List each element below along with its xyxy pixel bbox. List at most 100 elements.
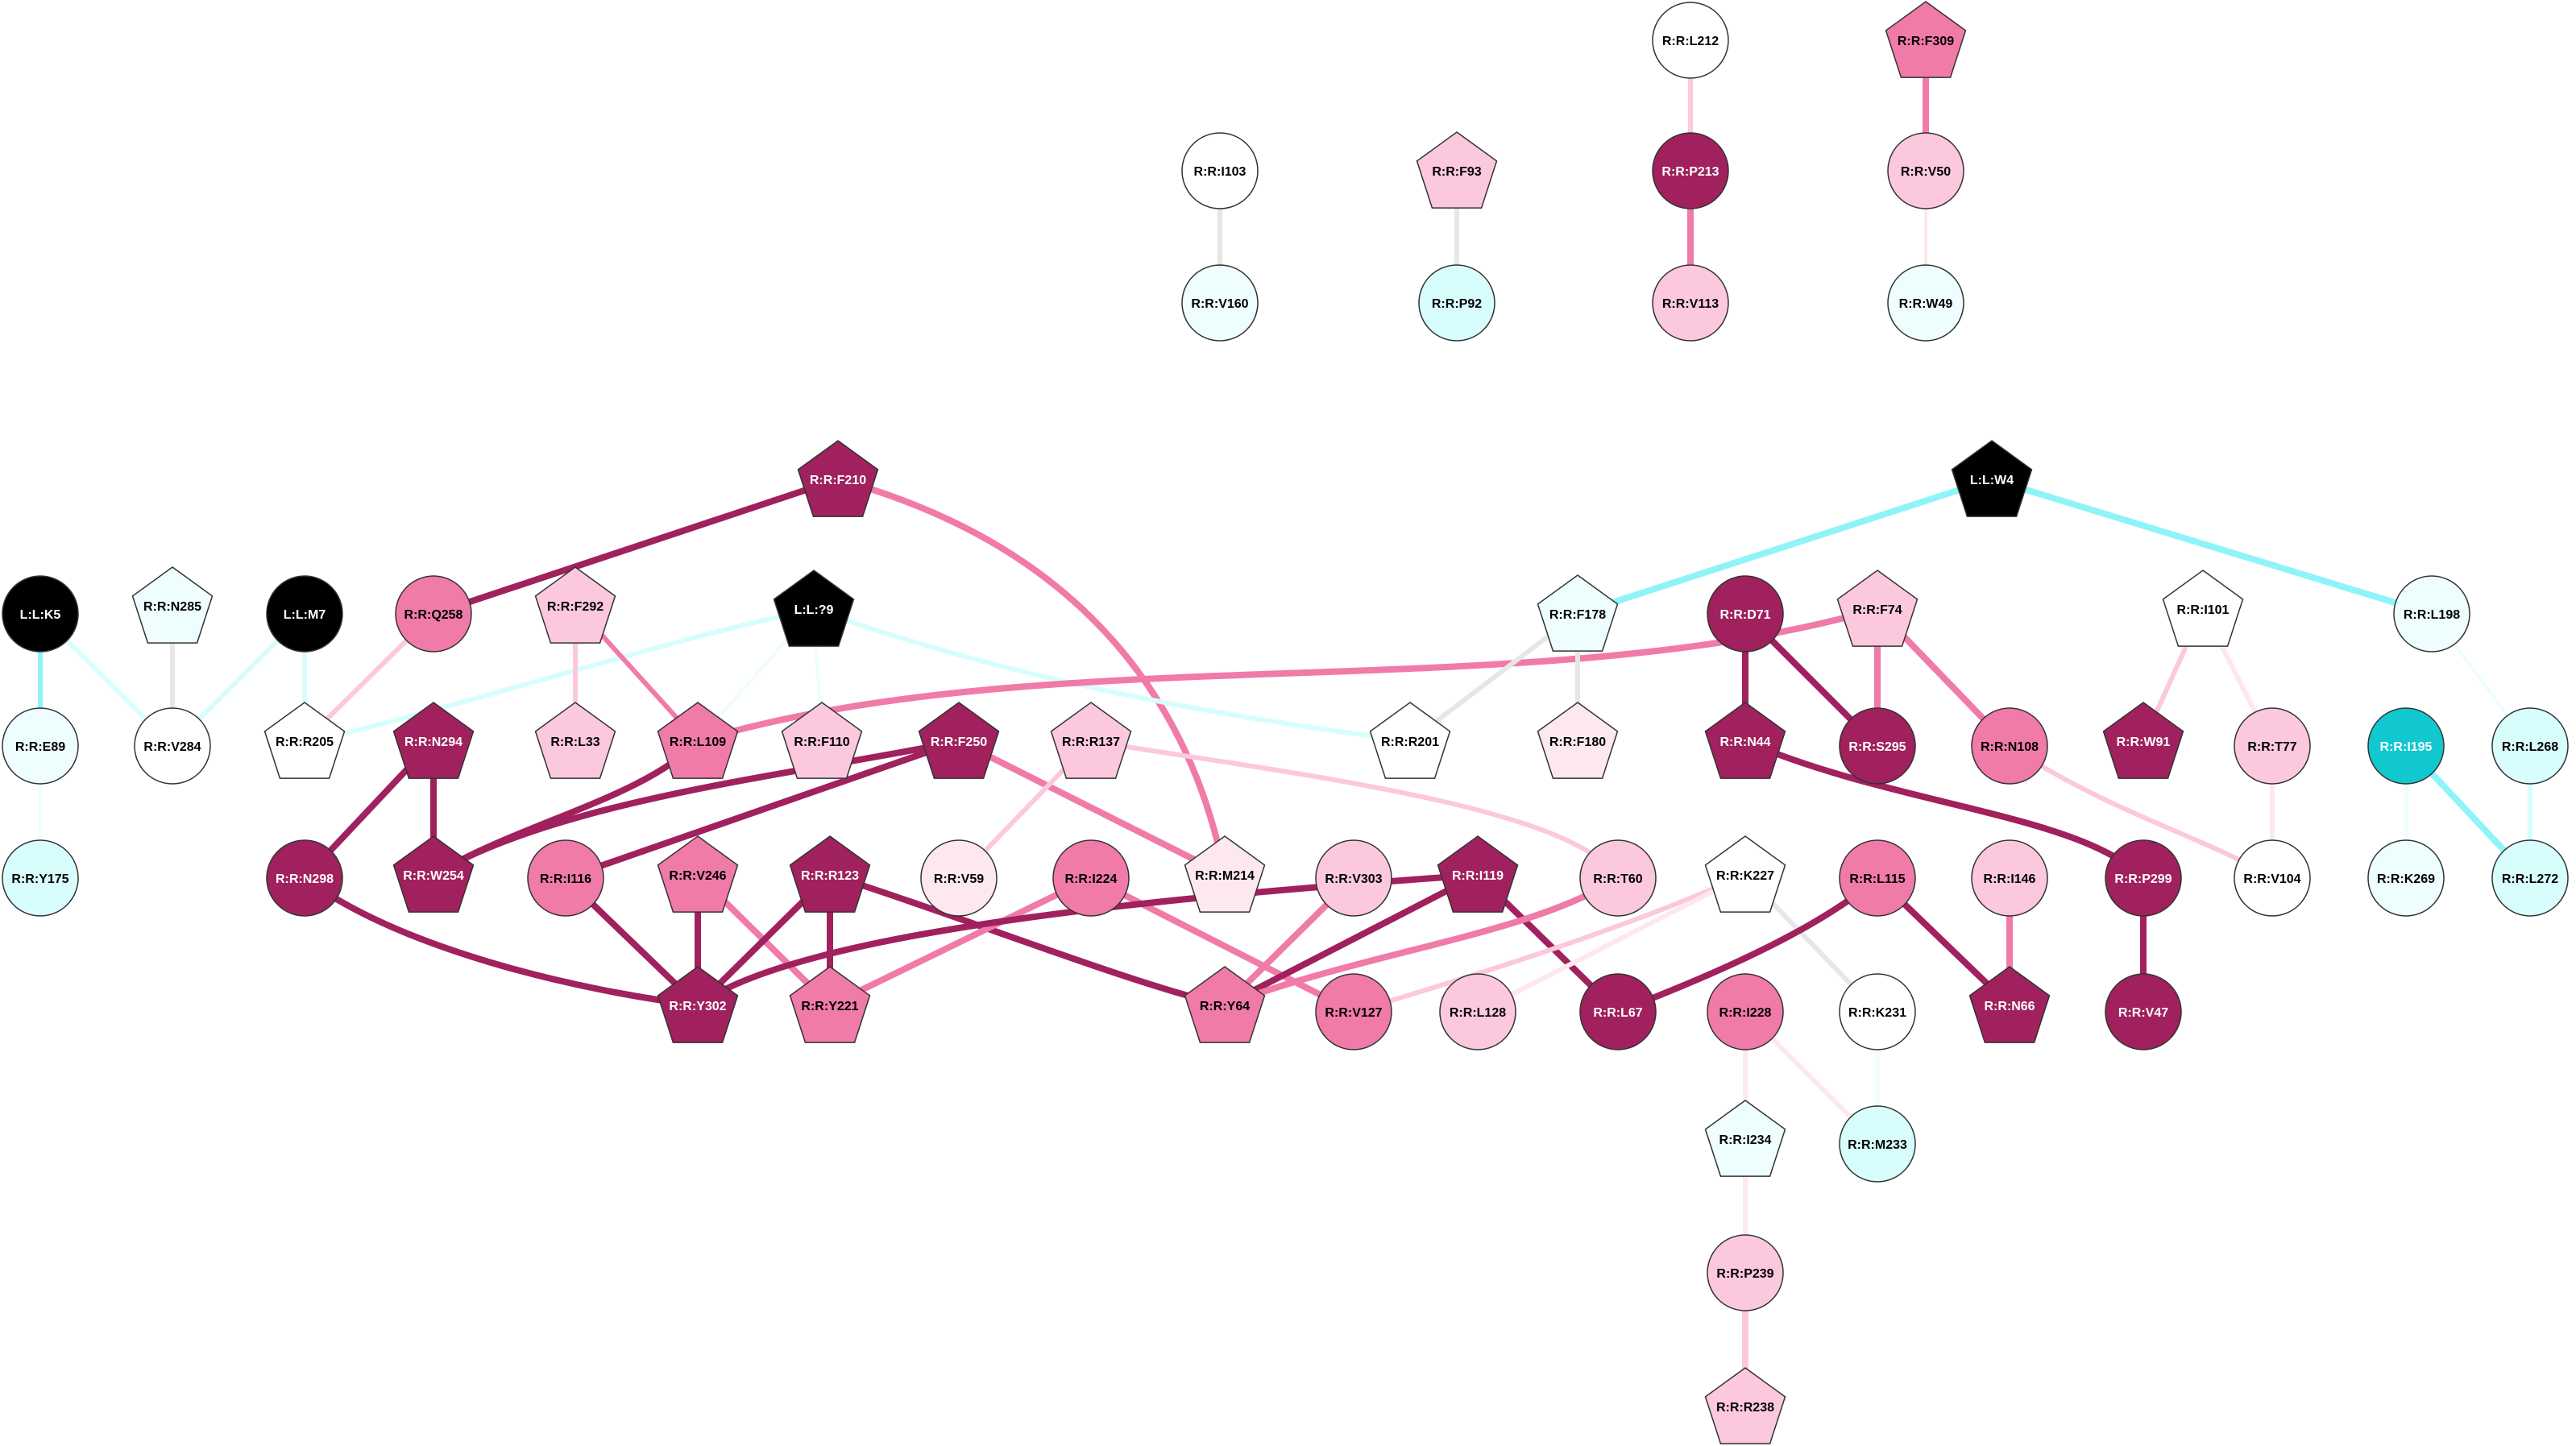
- node-label: R:R:K231: [1848, 1006, 1906, 1020]
- node-r-r-v59[interactable]: R:R:V59: [920, 839, 998, 917]
- node-r-r-i103[interactable]: R:R:I103: [1181, 132, 1259, 209]
- node-pentagon: [1537, 702, 1619, 779]
- node-r-r-f93[interactable]: R:R:F93: [1416, 131, 1498, 209]
- node-r-r-v47[interactable]: R:R:V47: [2105, 973, 2182, 1050]
- node-r-r-k227[interactable]: R:R:K227: [1704, 835, 1786, 913]
- node-r-r-y302[interactable]: R:R:Y302: [657, 966, 739, 1043]
- node-circle: [2367, 707, 2445, 785]
- node-label: R:R:Y302: [669, 1000, 726, 1013]
- node-label: R:R:N294: [404, 735, 463, 749]
- node-r-r-k231[interactable]: R:R:K231: [1839, 973, 1916, 1050]
- node-pentagon: [1968, 966, 2051, 1043]
- node-r-r-q258[interactable]: R:R:Q258: [395, 575, 472, 653]
- node-r-r-n108[interactable]: R:R:N108: [1971, 707, 2048, 785]
- node-r-r-i119[interactable]: R:R:I119: [1437, 835, 1519, 913]
- node-circle: [527, 839, 604, 917]
- node-circle: [1652, 2, 1729, 79]
- node-r-r-l128[interactable]: R:R:L128: [1439, 973, 1516, 1050]
- node-r-r-v50[interactable]: R:R:V50: [1887, 132, 1964, 209]
- node-label: R:R:D71: [1719, 608, 1770, 622]
- node-r-r-v104[interactable]: R:R:V104: [2234, 839, 2311, 917]
- node-r-r-l33[interactable]: R:R:L33: [534, 702, 616, 779]
- node-r-r-f74[interactable]: R:R:F74: [1836, 570, 1919, 647]
- node-r-r-l67[interactable]: R:R:L67: [1579, 973, 1657, 1050]
- node-r-r-n44[interactable]: R:R:N44: [1704, 702, 1786, 779]
- node-l-l-k5[interactable]: L:L:K5: [2, 575, 79, 653]
- node-r-r-l115[interactable]: R:R:L115: [1839, 839, 1916, 917]
- node-r-r-m214[interactable]: R:R:M214: [1184, 835, 1266, 913]
- node-pentagon: [263, 702, 346, 779]
- node-r-r-v160[interactable]: R:R:V160: [1181, 264, 1259, 342]
- node-r-r-i224[interactable]: R:R:I224: [1052, 839, 1130, 917]
- node-r-r-r137[interactable]: R:R:R137: [1050, 702, 1132, 779]
- node-r-r-v284[interactable]: R:R:V284: [134, 707, 211, 785]
- node-r-r-f250[interactable]: R:R:F250: [918, 702, 1000, 779]
- node-r-r-f309[interactable]: R:R:F309: [1885, 1, 1967, 78]
- node-l-l-9[interactable]: L:L:?9: [773, 570, 855, 647]
- node-label: R:R:V47: [2118, 1006, 2168, 1020]
- node-r-r-p213[interactable]: R:R:P213: [1652, 132, 1729, 209]
- node-l-l-w4[interactable]: L:L:W4: [1951, 440, 2033, 517]
- node-r-r-p239[interactable]: R:R:P239: [1707, 1234, 1784, 1311]
- node-r-r-d71[interactable]: R:R:D71: [1707, 575, 1784, 653]
- node-r-r-w254[interactable]: R:R:W254: [392, 835, 475, 913]
- node-r-r-s295[interactable]: R:R:S295: [1839, 707, 1916, 785]
- node-r-r-t60[interactable]: R:R:T60: [1579, 839, 1657, 917]
- node-r-r-v113[interactable]: R:R:V113: [1652, 264, 1729, 342]
- node-r-r-f178[interactable]: R:R:F178: [1537, 574, 1619, 652]
- node-r-r-l198[interactable]: R:R:L198: [2393, 575, 2470, 653]
- node-circle: [1418, 264, 1495, 342]
- node-l-l-m7[interactable]: L:L:M7: [266, 575, 343, 653]
- node-r-r-n298[interactable]: R:R:N298: [266, 839, 343, 917]
- node-r-r-p299[interactable]: R:R:P299: [2105, 839, 2182, 917]
- node-r-r-n285[interactable]: R:R:N285: [131, 566, 214, 644]
- node-r-r-v303[interactable]: R:R:V303: [1315, 839, 1392, 917]
- node-r-r-v127[interactable]: R:R:V127: [1315, 973, 1392, 1050]
- node-r-r-l212[interactable]: R:R:L212: [1652, 2, 1729, 79]
- node-label: R:R:T77: [2247, 740, 2296, 754]
- node-label: R:R:I224: [1065, 872, 1118, 886]
- node-r-r-f180[interactable]: R:R:F180: [1537, 702, 1619, 779]
- node-pentagon: [534, 566, 616, 644]
- node-r-r-v246[interactable]: R:R:V246: [657, 835, 739, 913]
- node-r-r-i101[interactable]: R:R:I101: [2162, 570, 2244, 647]
- node-label: R:R:Y64: [1200, 1000, 1250, 1013]
- node-r-r-y221[interactable]: R:R:Y221: [789, 966, 871, 1043]
- node-r-r-w91[interactable]: R:R:W91: [2102, 702, 2184, 779]
- node-label: R:R:N44: [1719, 735, 1770, 749]
- node-label: R:R:L272: [2502, 872, 2558, 886]
- node-r-r-i234[interactable]: R:R:I234: [1704, 1100, 1786, 1177]
- node-r-r-t77[interactable]: R:R:T77: [2234, 707, 2311, 785]
- node-pentagon: [1537, 574, 1619, 652]
- node-r-r-f110[interactable]: R:R:F110: [781, 702, 863, 779]
- node-r-r-n294[interactable]: R:R:N294: [392, 702, 475, 779]
- node-r-r-n66[interactable]: R:R:N66: [1968, 966, 2051, 1043]
- node-r-r-r238[interactable]: R:R:R238: [1704, 1367, 1786, 1444]
- node-r-r-w49[interactable]: R:R:W49: [1887, 264, 1964, 342]
- node-pentagon: [1369, 702, 1451, 779]
- node-label: R:R:M233: [1848, 1138, 1907, 1152]
- node-r-r-f292[interactable]: R:R:F292: [534, 566, 616, 644]
- node-r-r-k269[interactable]: R:R:K269: [2367, 839, 2445, 917]
- node-r-r-i146[interactable]: R:R:I146: [1971, 839, 2048, 917]
- node-r-r-l272[interactable]: R:R:L272: [2491, 839, 2569, 917]
- node-r-r-r205[interactable]: R:R:R205: [263, 702, 346, 779]
- node-r-r-i195[interactable]: R:R:I195: [2367, 707, 2445, 785]
- node-circle: [1971, 839, 2048, 917]
- node-r-r-y175[interactable]: R:R:Y175: [2, 839, 79, 917]
- node-r-r-l109[interactable]: R:R:L109: [657, 702, 739, 779]
- node-r-r-p92[interactable]: R:R:P92: [1418, 264, 1495, 342]
- node-pentagon: [534, 702, 616, 779]
- node-r-r-m233[interactable]: R:R:M233: [1839, 1105, 1916, 1183]
- node-r-r-r201[interactable]: R:R:R201: [1369, 702, 1451, 779]
- node-r-r-e89[interactable]: R:R:E89: [2, 707, 79, 785]
- node-r-r-i228[interactable]: R:R:I228: [1707, 973, 1784, 1050]
- node-r-r-l268[interactable]: R:R:L268: [2491, 707, 2569, 785]
- node-label: R:R:F250: [931, 735, 987, 749]
- node-r-r-f210[interactable]: R:R:F210: [797, 440, 879, 517]
- node-r-r-r123[interactable]: R:R:R123: [789, 835, 871, 913]
- node-r-r-i116[interactable]: R:R:I116: [527, 839, 604, 917]
- node-circle: [2105, 839, 2182, 917]
- node-r-r-y64[interactable]: R:R:Y64: [1184, 966, 1266, 1043]
